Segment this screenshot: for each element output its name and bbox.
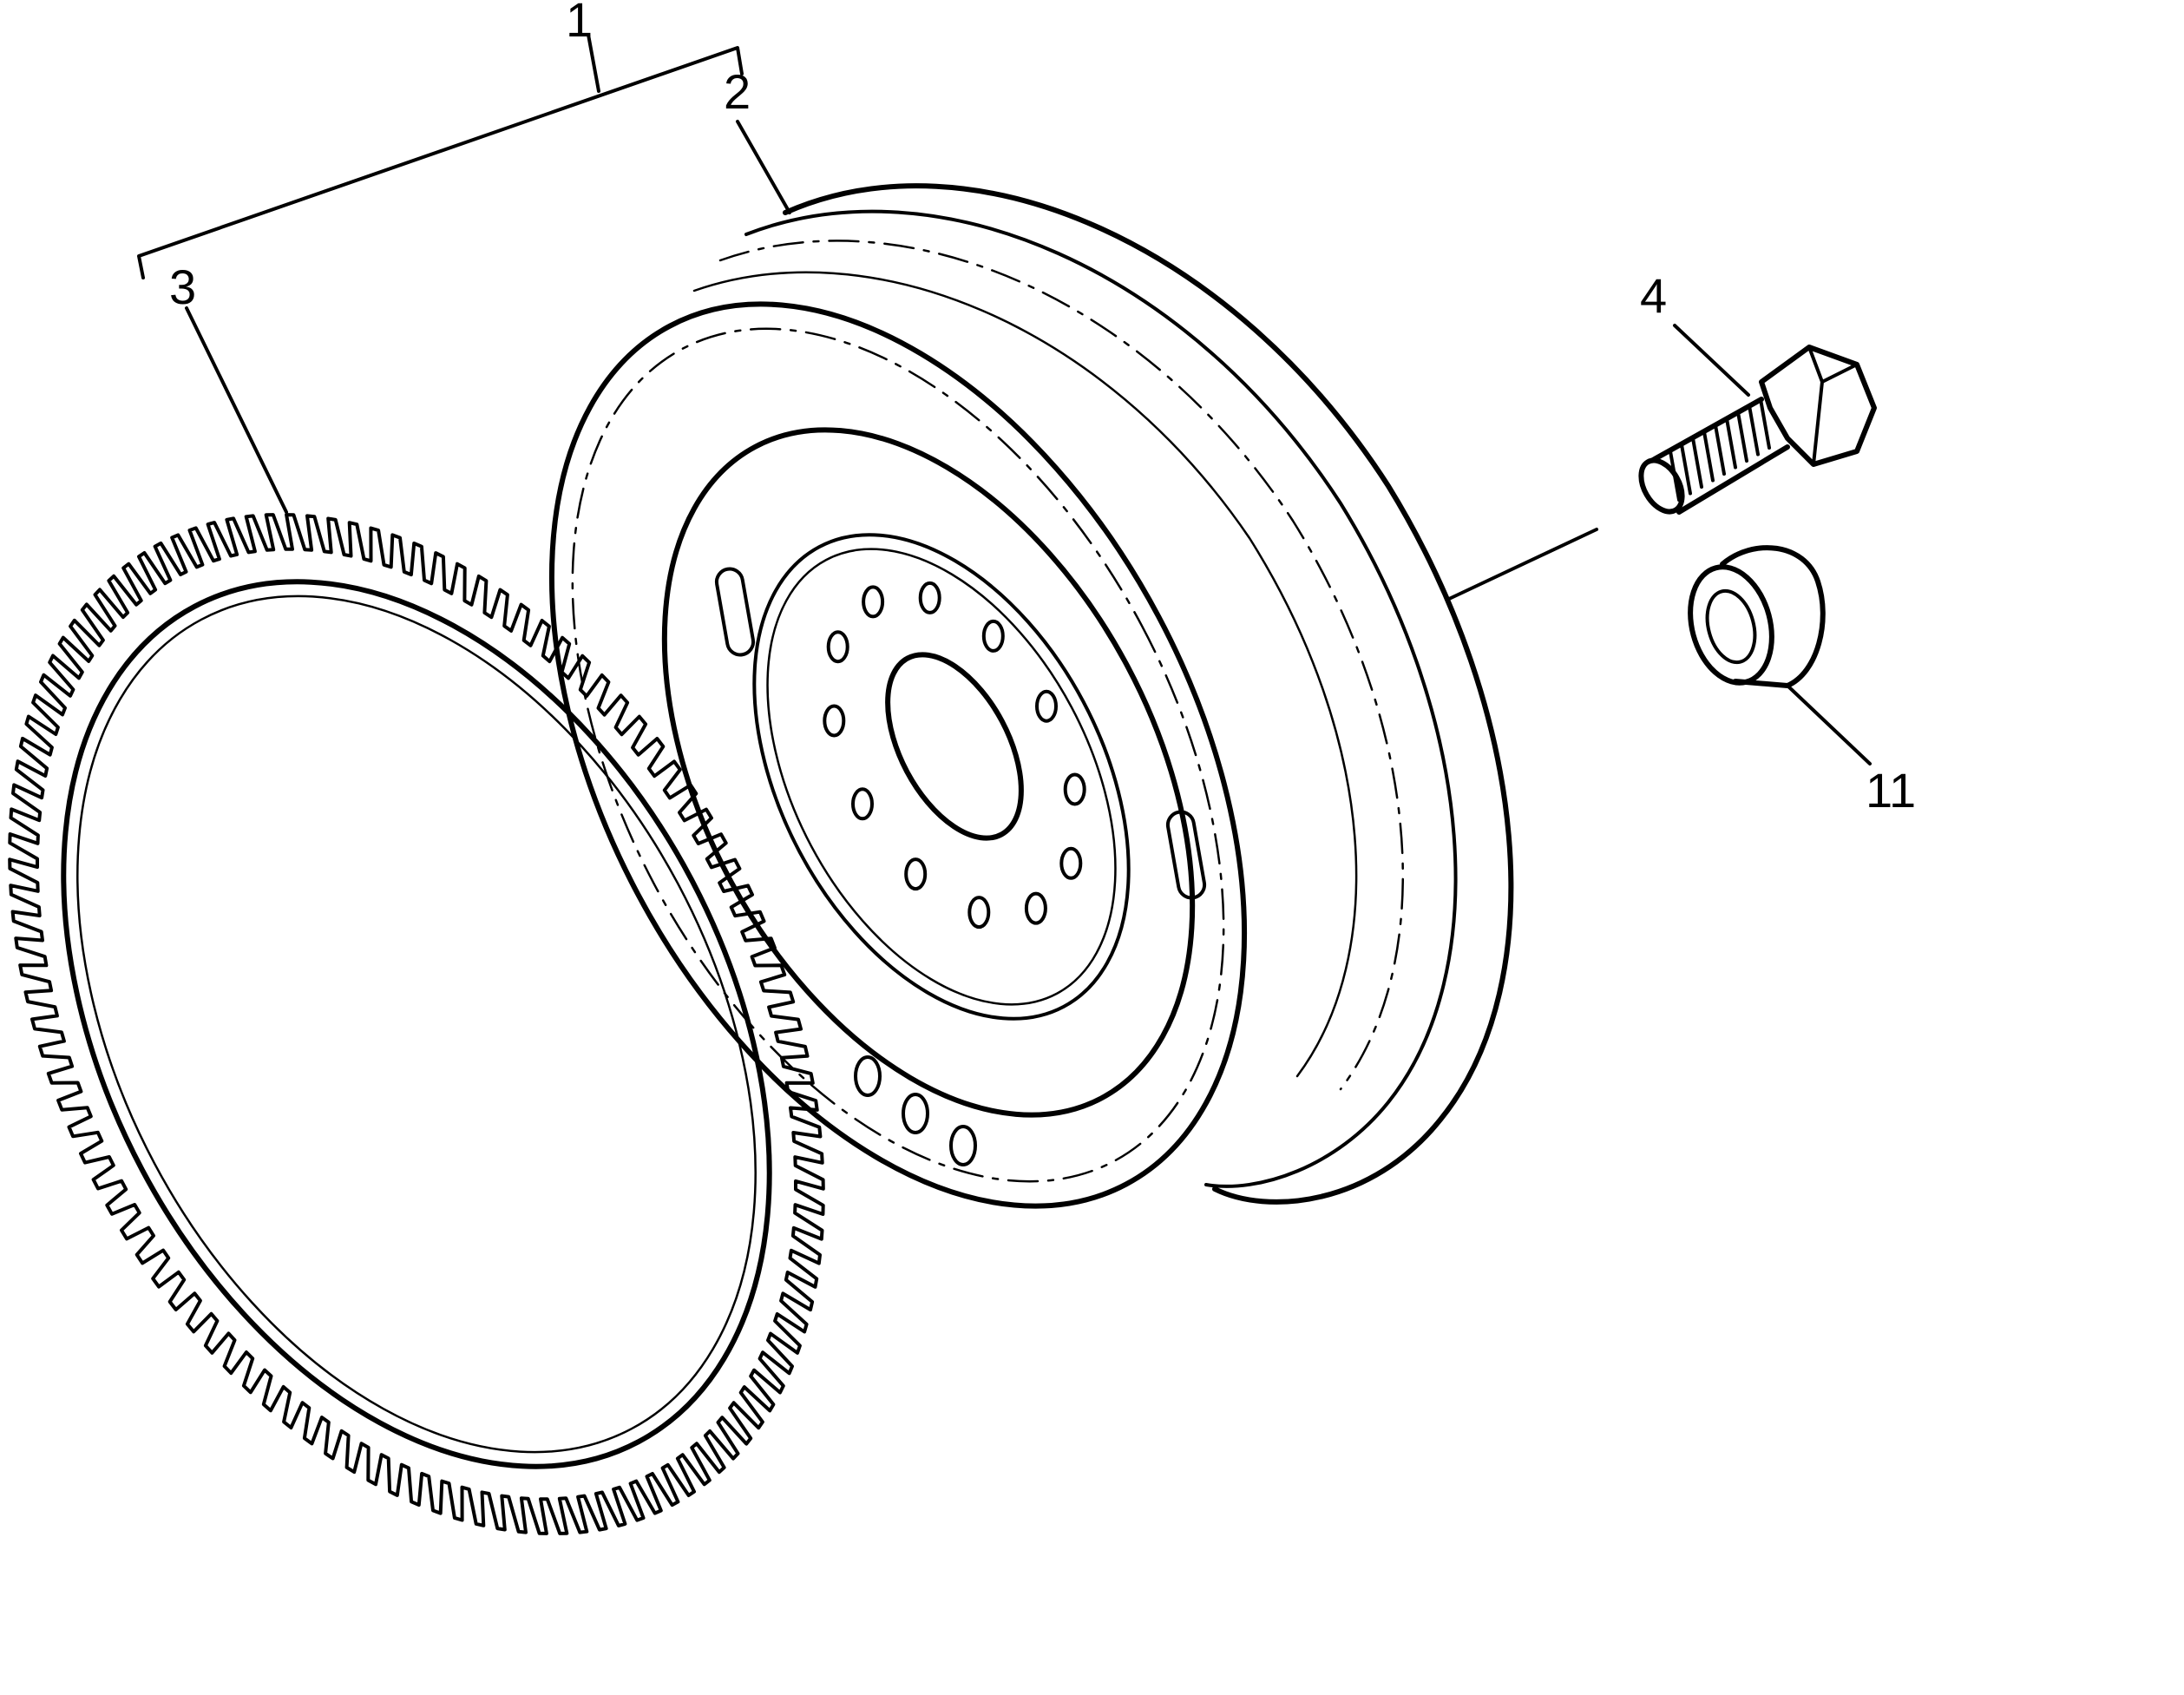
leader-line-4 bbox=[1673, 324, 1750, 397]
hub-bolt-hole bbox=[918, 581, 941, 614]
ring-gear bbox=[8, 513, 825, 1535]
hub-bolt-hole bbox=[851, 787, 874, 821]
flywheel-rim-hole bbox=[854, 1055, 882, 1097]
bolt-thread bbox=[1736, 411, 1748, 463]
bolt-thread bbox=[1669, 450, 1681, 502]
bolt-head-face bbox=[1807, 345, 1859, 466]
bushing-bore bbox=[1705, 588, 1757, 665]
callout-label-11: 11 bbox=[1866, 763, 1916, 818]
flywheel-back-rim bbox=[783, 183, 1514, 1205]
ring-gear-teeth bbox=[8, 513, 825, 1535]
bushing bbox=[1688, 545, 1826, 688]
hub-bolt-hole bbox=[823, 704, 846, 738]
flywheel-rim-hole bbox=[949, 1125, 977, 1166]
bushing-face bbox=[1688, 564, 1774, 686]
hub-bolt-hole bbox=[981, 619, 1005, 653]
callout-label-1: 1 bbox=[566, 0, 593, 47]
flywheel-front-face-chamfer bbox=[571, 327, 1225, 1183]
hub-bolt-hole bbox=[826, 630, 849, 664]
callout-label-3: 3 bbox=[169, 260, 196, 314]
flywheel-hub-inner bbox=[766, 548, 1117, 1006]
flywheel-rim-groove-2 bbox=[718, 240, 1405, 1091]
ring-gear-inner-lip bbox=[76, 595, 757, 1454]
flywheel-friction-face bbox=[661, 427, 1196, 1118]
ring-gear-inner-edge bbox=[61, 579, 772, 1469]
bushing-body bbox=[1720, 545, 1826, 688]
flywheel-pilot-bore bbox=[885, 652, 1024, 841]
hub-bolt-hole bbox=[1059, 846, 1083, 880]
flywheel-hub-outer bbox=[752, 533, 1131, 1021]
hub-bolt-hole bbox=[1035, 689, 1058, 723]
hub-bolt-hole bbox=[862, 585, 885, 619]
leader-line-1 bbox=[587, 33, 600, 93]
callout-label-4: 4 bbox=[1640, 268, 1667, 323]
flywheel-front-face bbox=[548, 301, 1248, 1209]
bolt bbox=[1638, 345, 1877, 515]
bolt-threads bbox=[1669, 397, 1771, 502]
bolt-head bbox=[1759, 345, 1877, 467]
bolt-thread bbox=[1748, 404, 1760, 457]
bolt-thread bbox=[1725, 417, 1737, 470]
flywheel-axis-line bbox=[1447, 528, 1598, 601]
leader-line-3 bbox=[185, 306, 288, 514]
callout-label-2: 2 bbox=[724, 64, 751, 119]
bolt-thread bbox=[1759, 397, 1771, 450]
flywheel-rim-hole bbox=[902, 1093, 929, 1134]
hub-bolt-hole bbox=[904, 857, 928, 891]
bolt-thread bbox=[1702, 430, 1715, 483]
bolt-thread bbox=[1714, 424, 1726, 476]
assembly-bracket bbox=[137, 46, 744, 279]
hub-bolt-hole bbox=[1024, 891, 1047, 925]
flywheel-slot-lower bbox=[1165, 810, 1207, 900]
flywheel bbox=[548, 183, 1598, 1209]
bolt-thread bbox=[1680, 443, 1692, 496]
leader-line-2 bbox=[736, 120, 791, 214]
hub-bolt-hole bbox=[1063, 772, 1086, 806]
flywheel-rim-groove-1 bbox=[744, 209, 1458, 1188]
flywheel-hub-bolt-holes bbox=[823, 581, 1086, 930]
leader-line-11 bbox=[1786, 684, 1872, 765]
callout-group: 1 2 3 4 11 bbox=[137, 0, 1916, 818]
bolt-thread bbox=[1691, 437, 1703, 489]
hub-bolt-hole bbox=[967, 896, 991, 930]
flywheel-rim-groove-3 bbox=[692, 271, 1358, 1078]
flywheel-slot-upper bbox=[714, 567, 756, 657]
